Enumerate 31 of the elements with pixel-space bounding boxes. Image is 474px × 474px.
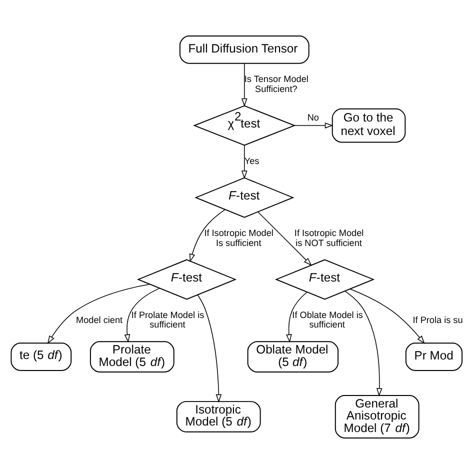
node-diamond: F-test — [194, 177, 294, 218]
arrow — [47, 284, 150, 344]
node-box: te (5 df) — [10, 342, 72, 371]
arrow — [286, 292, 308, 343]
arrow — [241, 63, 248, 107]
arrow — [189, 209, 226, 262]
edge-label: If Prolate Model is sufficient — [131, 310, 204, 330]
edge-label: Yes — [244, 156, 260, 166]
node-box: Isotropic Model (5 df) — [176, 401, 261, 432]
node-box: General Anisotropic Model (7 df) — [334, 395, 420, 438]
edge-label: No — [307, 112, 319, 123]
arrow — [197, 294, 222, 403]
arrow — [241, 145, 248, 179]
node-box: Prolate Model (5 df) — [90, 341, 174, 372]
arrow — [124, 288, 160, 343]
node-box: Pr Mod — [405, 342, 463, 371]
edge-label: If Isotropic Model is NOT sufficient — [294, 228, 364, 248]
arrow — [344, 290, 382, 396]
node-box: Go to the next voxel — [332, 108, 406, 143]
node-diamond: F-test — [136, 259, 237, 300]
edge-label: Is Tensor Model Sufficient? — [244, 74, 308, 94]
node-box: Full Diffusion Tensor — [179, 36, 310, 64]
arrow — [294, 122, 334, 128]
edge-label: Model cient — [76, 314, 123, 325]
node-box: Oblate Model (5 df) — [247, 341, 339, 372]
arrow — [258, 212, 312, 266]
arrow — [350, 288, 425, 344]
edge-label: If Prola is su — [412, 314, 463, 325]
node-diamond: F-test — [274, 259, 375, 300]
edge-label: If Oblate Model is sufficient — [292, 310, 363, 330]
edge-label: If Isotropic Model Is sufficient — [204, 228, 274, 248]
